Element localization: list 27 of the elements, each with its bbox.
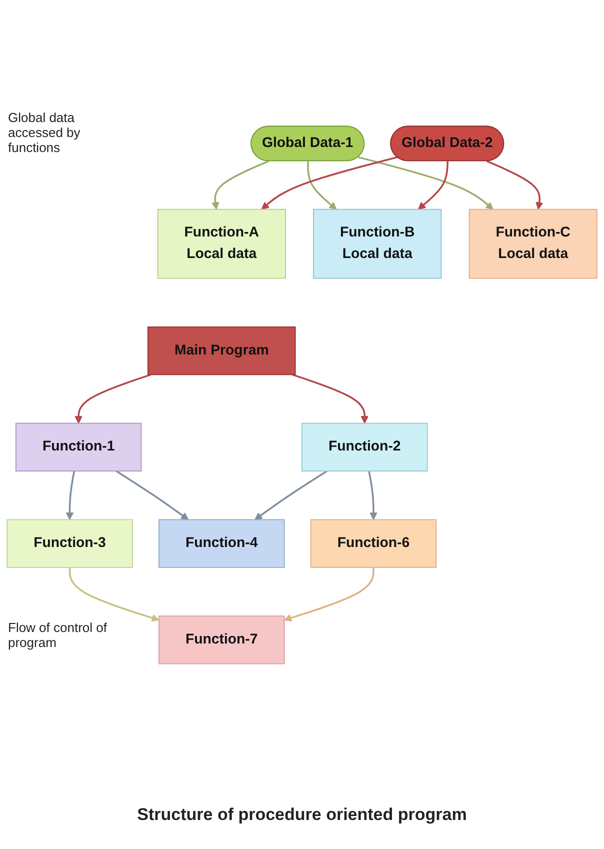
node-box: Function-6 <box>310 519 437 568</box>
arrow <box>212 160 270 210</box>
arrow <box>307 161 337 210</box>
node-box: Function-A Local data <box>157 208 286 279</box>
arrow <box>486 160 544 210</box>
arrow <box>261 156 398 210</box>
arrow <box>284 567 374 622</box>
node-box: Function-1 <box>15 422 142 472</box>
arrow <box>292 374 369 424</box>
node-box: Function-7 <box>158 616 285 664</box>
node-box: Main Program <box>147 326 296 376</box>
node-box: Function-4 <box>158 519 285 568</box>
arrow <box>368 470 378 520</box>
arrow <box>74 374 152 424</box>
node-box: Function-B Local data <box>313 208 442 279</box>
arrow <box>254 470 328 520</box>
arrow <box>418 161 448 210</box>
note-text: Global data accessed by functions <box>8 110 82 155</box>
arrow <box>68 567 160 622</box>
caption: Structure of procedure oriented program <box>136 805 468 825</box>
node-box: Function-C Local data <box>468 208 598 279</box>
arrow <box>66 470 76 520</box>
node-box: Function-3 <box>6 519 133 568</box>
node-box: Function-2 <box>302 422 428 472</box>
arrow <box>358 156 494 210</box>
note-text: Flow of control of program <box>8 620 108 650</box>
arrow <box>116 470 189 520</box>
